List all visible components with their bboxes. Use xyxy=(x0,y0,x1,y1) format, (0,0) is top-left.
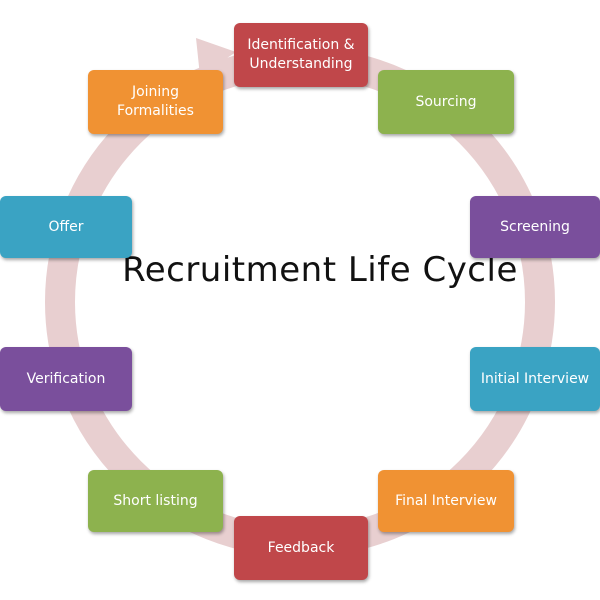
diagram-title: Recruitment Life Cycle xyxy=(122,250,518,290)
stage-label: Verification xyxy=(26,370,106,387)
stage-joining-formalities: Joining Formalities xyxy=(88,70,223,134)
stage-identification-understanding: Identification & Understanding xyxy=(234,23,368,87)
stage-label: Identification & Understanding xyxy=(247,37,355,72)
stage-label: Sourcing xyxy=(415,93,477,110)
stage-feedback: Feedback xyxy=(234,516,368,580)
stage-offer: Offer xyxy=(0,196,132,258)
stage-label: Feedback xyxy=(267,539,335,556)
stage-label: Short listing xyxy=(113,492,198,509)
stage-initial-interview: Initial Interview xyxy=(470,347,600,411)
stage-sourcing: Sourcing xyxy=(378,70,514,134)
stage-label: Screening xyxy=(500,218,570,235)
stage-label: Final Interview xyxy=(395,492,497,509)
stage-label: Joining Formalities xyxy=(117,84,194,119)
stage-short-listing: Short listing xyxy=(88,470,223,532)
stage-label: Initial Interview xyxy=(480,370,590,387)
stage-label: Offer xyxy=(48,218,84,235)
stage-final-interview: Final Interview xyxy=(378,470,514,532)
stage-screening: Screening xyxy=(470,196,600,258)
ring-arrowhead xyxy=(196,38,236,76)
stage-verification: Verification xyxy=(0,347,132,411)
